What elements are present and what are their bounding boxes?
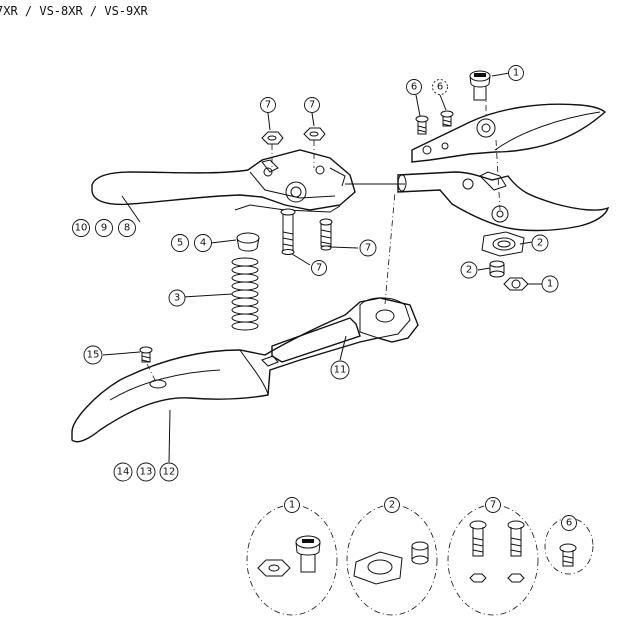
callout-3: 3	[168, 289, 186, 307]
svg-text:4: 4	[200, 238, 206, 249]
lock-lever	[271, 191, 411, 363]
svg-text:8: 8	[124, 223, 130, 234]
spring	[231, 257, 259, 331]
callout-8: 8	[118, 219, 136, 237]
svg-text:11: 11	[334, 365, 347, 376]
callout-10: 10	[72, 219, 90, 237]
detail-circle-2	[346, 504, 438, 616]
callout-12: 12	[159, 462, 179, 482]
callout-5: 5	[171, 234, 189, 252]
diagram-title: 7XR / VS-8XR / VS-9XR	[0, 4, 148, 18]
callout-15: 15	[83, 345, 103, 365]
nut-top-right	[303, 127, 326, 168]
svg-text:2: 2	[466, 265, 472, 276]
detail-circle-6	[544, 517, 594, 575]
callout-7-c: 7	[311, 260, 327, 276]
svg-text:2: 2	[537, 238, 543, 249]
callout-2-a: 2	[531, 234, 549, 252]
callout-7-b: 7	[304, 97, 320, 113]
svg-text:14: 14	[117, 467, 130, 478]
callout-1-b: 1	[541, 275, 559, 293]
callout-2-b: 2	[460, 261, 478, 279]
detail-label-6: 6	[561, 515, 577, 531]
callout-11: 11	[330, 360, 350, 380]
callout-6-b: 6	[432, 79, 448, 95]
svg-text:7: 7	[265, 100, 271, 111]
svg-text:6: 6	[411, 82, 417, 93]
lower-blade	[397, 171, 610, 232]
detail-circle-7	[447, 504, 539, 616]
svg-text:1: 1	[289, 500, 295, 511]
lower-handle	[71, 297, 419, 443]
detail-circle-1	[246, 504, 338, 616]
svg-text:7: 7	[365, 243, 371, 254]
pivot-bushing	[489, 260, 505, 278]
pivot-nut	[503, 277, 529, 291]
callout-7-d: 7	[359, 239, 377, 257]
screw-6-right	[440, 110, 454, 127]
nut-top-left	[261, 131, 284, 170]
lock-washer	[481, 231, 525, 257]
svg-text:6: 6	[437, 82, 443, 93]
pivot-bolt-top	[469, 70, 491, 101]
callout-14: 14	[113, 462, 133, 482]
svg-text:3: 3	[174, 293, 180, 304]
screw-6-left	[415, 115, 429, 135]
svg-text:2: 2	[389, 500, 395, 511]
svg-text:5: 5	[177, 238, 183, 249]
upper-blade	[411, 92, 607, 211]
detail-label-7: 7	[485, 497, 501, 513]
svg-text:7: 7	[316, 263, 322, 274]
callout-4: 4	[194, 234, 212, 252]
bolt-left	[280, 208, 296, 255]
callout-7-a: 7	[260, 97, 276, 113]
callout-1-top: 1	[508, 65, 524, 81]
svg-text:12: 12	[163, 467, 176, 478]
svg-text:7: 7	[490, 500, 496, 511]
callout-6-a: 6	[406, 79, 422, 95]
svg-text:10: 10	[75, 223, 88, 234]
upper-handle	[91, 149, 405, 213]
svg-text:15: 15	[87, 350, 100, 361]
svg-text:6: 6	[566, 518, 572, 529]
bolt-right	[319, 218, 333, 251]
detail-label-2: 2	[384, 497, 400, 513]
detail-label-1: 1	[284, 497, 300, 513]
svg-text:9: 9	[101, 223, 107, 234]
callout-13: 13	[136, 462, 156, 482]
spring-cap	[236, 232, 260, 252]
svg-text:7: 7	[309, 100, 315, 111]
svg-text:1: 1	[547, 279, 553, 290]
svg-text:13: 13	[140, 467, 153, 478]
callout-9: 9	[95, 219, 113, 237]
svg-text:1: 1	[513, 68, 519, 79]
leader-lines	[102, 72, 542, 463]
screw-15	[139, 346, 157, 383]
